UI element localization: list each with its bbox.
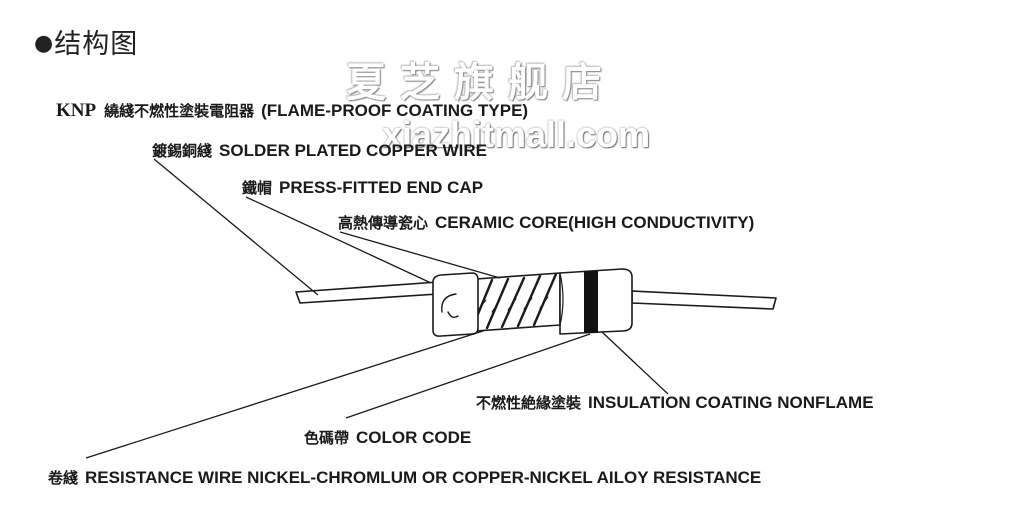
leader-core: [339, 231, 501, 279]
label-type-en: (FLAME-PROOF COATING TYPE): [261, 101, 529, 120]
label-wire-cn: 鍍錫銅綫: [152, 142, 213, 160]
label-resist-en: RESISTANCE WIRE NICKEL-CHROMLUM OR COPPE…: [85, 468, 762, 487]
label-cap: 鐵帽 PRESS-FITTED END CAP: [242, 177, 483, 198]
winding-hatch: [477, 296, 549, 313]
label-wire: 鍍錫銅綫 SOLDER PLATED COPPER WIRE: [152, 140, 487, 161]
leader-cap: [245, 196, 432, 284]
leader-resistance-wire: [85, 329, 487, 459]
label-core-en: CERAMIC CORE(HIGH CONDUCTIVITY): [435, 213, 755, 232]
label-wire-en: SOLDER PLATED COPPER WIRE: [219, 141, 487, 160]
label-color-cn: 色碼帶: [304, 429, 350, 447]
right-lead-wire: [631, 290, 777, 310]
label-cap-en: PRESS-FITTED END CAP: [279, 178, 484, 197]
label-resistance-wire: 卷綫 RESISTANCE WIRE NICKEL-CHROMLUM OR COP…: [48, 467, 761, 488]
label-type: KNP 繞綫不燃性塗裝電阻器 (FLAME-PROOF COATING TYPE): [56, 100, 528, 122]
left-lead-wire: [295, 281, 439, 304]
label-insulation: 不燃性絶緣塗裝 INSULATION COATING NONFLAME: [476, 392, 874, 413]
label-core: 高熱傳導瓷心 CERAMIC CORE(HIGH CONDUCTIVITY): [338, 212, 754, 233]
left-cap-wire-loop: [441, 293, 459, 319]
label-color-code: 色碼帶 COLOR CODE: [304, 427, 471, 448]
label-type-prefix: KNP: [56, 100, 97, 121]
heading-text: 结构图: [54, 29, 139, 60]
label-type-cn: 繞綫不燃性塗裝電阻器: [104, 102, 255, 120]
label-insulation-cn: 不燃性絶緣塗裝: [476, 394, 582, 412]
color-code-band: [584, 271, 598, 333]
label-insulation-en: INSULATION COATING NONFLAME: [588, 393, 874, 412]
leader-insulation: [601, 331, 669, 395]
coating-edge: [559, 272, 564, 326]
label-core-cn: 高熱傳導瓷心: [338, 214, 429, 232]
left-end-cap: [432, 272, 479, 337]
leader-wire: [153, 158, 319, 296]
heading-bullet: ●: [34, 31, 55, 56]
diagram-heading: ●结构图: [34, 22, 138, 61]
watermark-cn: 夏芝旗舰店: [346, 60, 616, 106]
label-resist-cn: 卷綫: [48, 469, 79, 487]
watermark-en: xiazhitmall.com: [382, 114, 651, 155]
leader-color-code: [345, 333, 591, 419]
label-cap-cn: 鐵帽: [242, 179, 273, 197]
label-color-en: COLOR CODE: [356, 428, 472, 447]
